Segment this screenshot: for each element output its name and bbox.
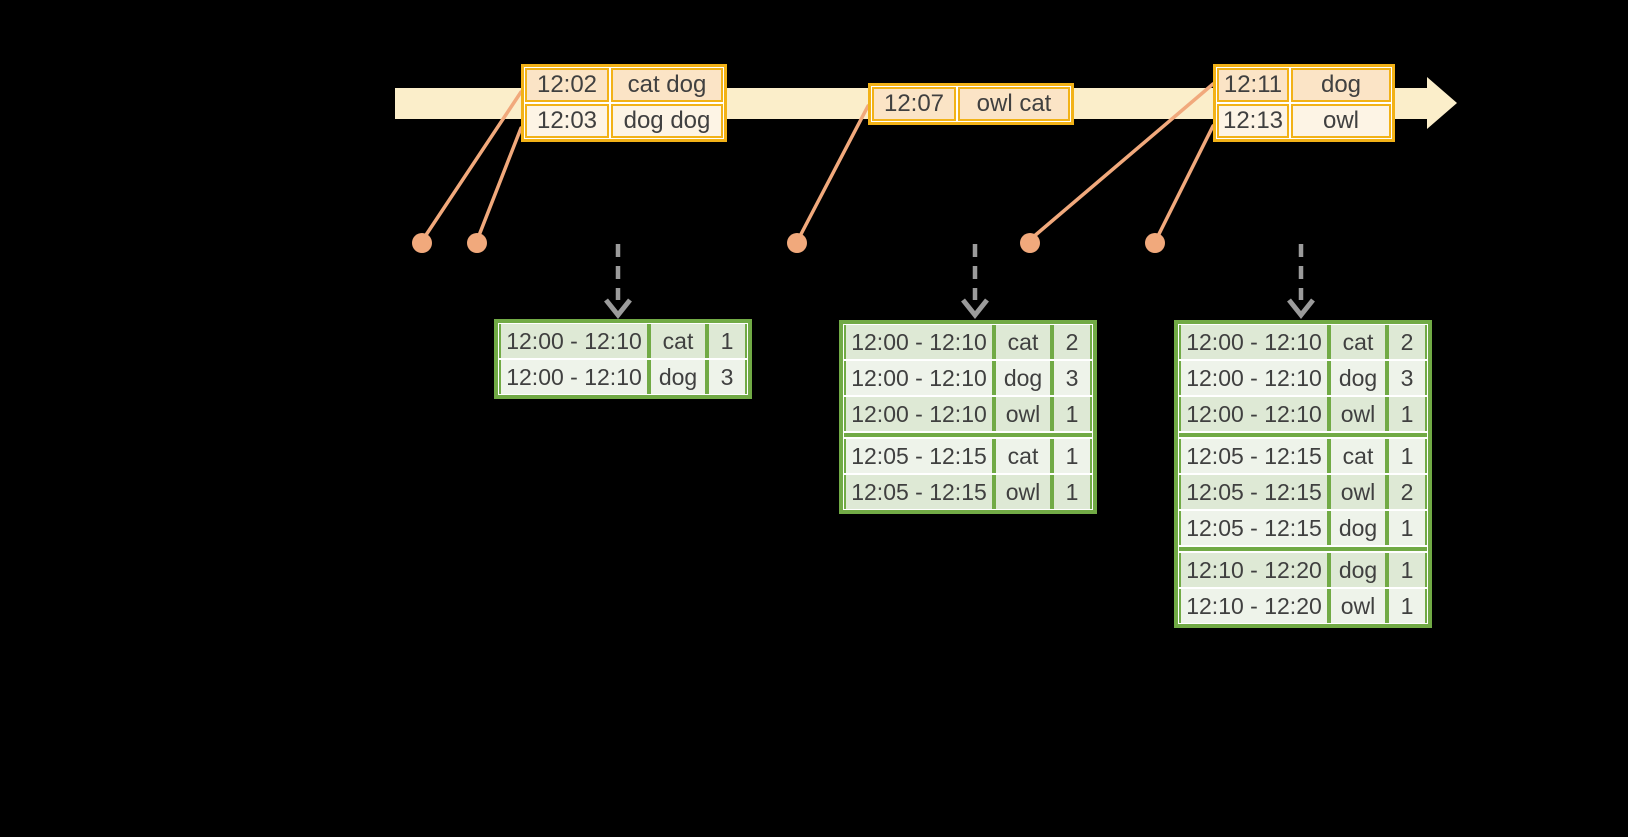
event-time-cell: 12:07 (872, 87, 956, 121)
result-count-cell: 2 (1387, 325, 1427, 359)
result-word-cell: cat (1329, 325, 1387, 359)
group-separator (1179, 433, 1427, 437)
result-word-cell: owl (1329, 397, 1387, 431)
result-count-cell: 1 (707, 324, 747, 358)
result-count-cell: 1 (1052, 439, 1092, 473)
result-window-cell: 12:05 - 12:15 (844, 475, 994, 509)
result-window-cell: 12:00 - 12:10 (844, 325, 994, 359)
result-window-cell: 12:00 - 12:10 (1179, 397, 1329, 431)
connector-line (476, 126, 523, 240)
event-dot (1145, 233, 1165, 253)
result-count-cell: 1 (1387, 553, 1427, 587)
result-count-cell: 2 (1052, 325, 1092, 359)
event-time-cell: 12:11 (1217, 68, 1289, 102)
result-count-cell: 3 (1052, 361, 1092, 395)
connector-line (797, 104, 870, 240)
result-count-cell: 1 (1387, 589, 1427, 623)
event-time-cell: 12:13 (1217, 104, 1289, 138)
result-window-cell: 12:05 - 12:15 (1179, 475, 1329, 509)
event-dot (412, 233, 432, 253)
trigger-arrowhead-icon (604, 298, 632, 320)
event-words-cell: owl (1291, 104, 1391, 138)
event-words-cell: cat dog (611, 68, 723, 102)
group-separator (1179, 547, 1427, 551)
event-dot (1020, 233, 1040, 253)
result-word-cell: dog (649, 360, 707, 394)
result-word-cell: owl (1329, 589, 1387, 623)
trigger-arrowhead-icon (961, 298, 989, 320)
result-word-cell: cat (1329, 439, 1387, 473)
result-count-cell: 3 (707, 360, 747, 394)
result-window-cell: 12:00 - 12:10 (844, 397, 994, 431)
result-window-cell: 12:00 - 12:10 (844, 361, 994, 395)
result-window-cell: 12:05 - 12:15 (1179, 439, 1329, 473)
result-window-cell: 12:10 - 12:20 (1179, 553, 1329, 587)
event-words-cell: owl cat (958, 87, 1070, 121)
result-count-cell: 1 (1052, 397, 1092, 431)
result-window-cell: 12:05 - 12:15 (844, 439, 994, 473)
result-count-cell: 3 (1387, 361, 1427, 395)
connector-line (1155, 124, 1215, 240)
result-window-cell: 12:00 - 12:10 (499, 324, 649, 358)
timeline-arrowhead-icon (1427, 77, 1457, 129)
result-window-cell: 12:00 - 12:10 (1179, 361, 1329, 395)
result-count-cell: 1 (1387, 511, 1427, 545)
result-word-cell: owl (994, 475, 1052, 509)
result-word-cell: cat (994, 325, 1052, 359)
result-word-cell: owl (994, 397, 1052, 431)
result-count-cell: 1 (1387, 439, 1427, 473)
result-count-cell: 1 (1387, 397, 1427, 431)
event-time-cell: 12:02 (525, 68, 609, 102)
result-window-cell: 12:10 - 12:20 (1179, 589, 1329, 623)
result-word-cell: dog (1329, 553, 1387, 587)
event-dot (787, 233, 807, 253)
result-word-cell: owl (1329, 475, 1387, 509)
event-words-cell: dog (1291, 68, 1391, 102)
trigger-arrowhead-icon (1287, 298, 1315, 320)
result-word-cell: cat (994, 439, 1052, 473)
result-word-cell: dog (1329, 511, 1387, 545)
group-separator (844, 433, 1092, 437)
result-count-cell: 1 (1052, 475, 1092, 509)
result-window-cell: 12:05 - 12:15 (1179, 511, 1329, 545)
result-window-cell: 12:00 - 12:10 (499, 360, 649, 394)
trigger-arrows (604, 244, 1315, 320)
result-window-cell: 12:00 - 12:10 (1179, 325, 1329, 359)
event-dot (467, 233, 487, 253)
event-words-cell: dog dog (611, 104, 723, 138)
result-word-cell: dog (1329, 361, 1387, 395)
result-count-cell: 2 (1387, 475, 1427, 509)
result-word-cell: cat (649, 324, 707, 358)
event-dots (412, 233, 1165, 253)
result-word-cell: dog (994, 361, 1052, 395)
event-time-cell: 12:03 (525, 104, 609, 138)
